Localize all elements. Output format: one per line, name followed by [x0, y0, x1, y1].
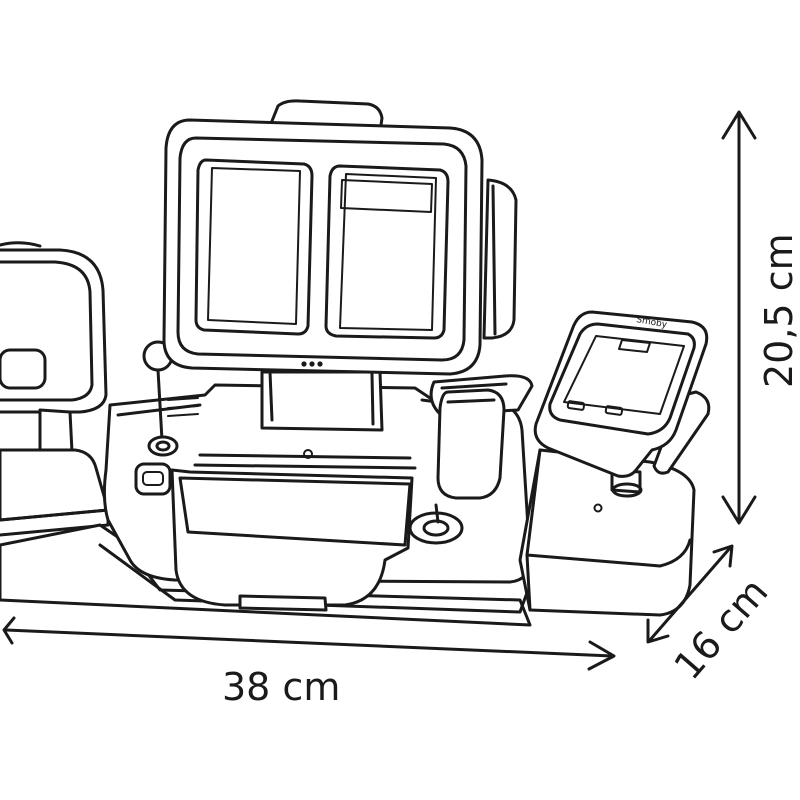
- screen-right: [324, 164, 450, 340]
- card-slot: [134, 462, 172, 496]
- width-label: 38 cm: [222, 665, 340, 709]
- height-label: 20,5 cm: [757, 233, 800, 388]
- width-dimension: 38 cm: [2, 616, 616, 709]
- terminal-base-dot: [593, 503, 603, 513]
- screen-left: [194, 158, 314, 336]
- coin-slot-icon: [303, 449, 313, 459]
- monitor-stand: [260, 370, 384, 432]
- indicator-dot: [317, 361, 323, 367]
- height-dimension: 20,5 cm: [721, 110, 800, 525]
- terminal-base: [518, 448, 696, 617]
- indicator-dot: [309, 361, 315, 367]
- drawer-handle: [238, 594, 328, 612]
- speaker-grille: [167, 397, 199, 417]
- left-scale-unit: [0, 241, 110, 537]
- terminal-screen: [563, 335, 685, 415]
- terminal-key: [566, 400, 586, 411]
- screen-header-bar: [340, 179, 433, 213]
- scanner-handset: [408, 374, 534, 545]
- card-terminal: Smoby: [533, 310, 711, 478]
- terminal-key: [604, 405, 624, 416]
- monitor-side-tab: [482, 178, 518, 340]
- indicator-dot: [301, 361, 307, 367]
- monitor: [162, 99, 518, 376]
- terminal-card-slot: [618, 339, 651, 353]
